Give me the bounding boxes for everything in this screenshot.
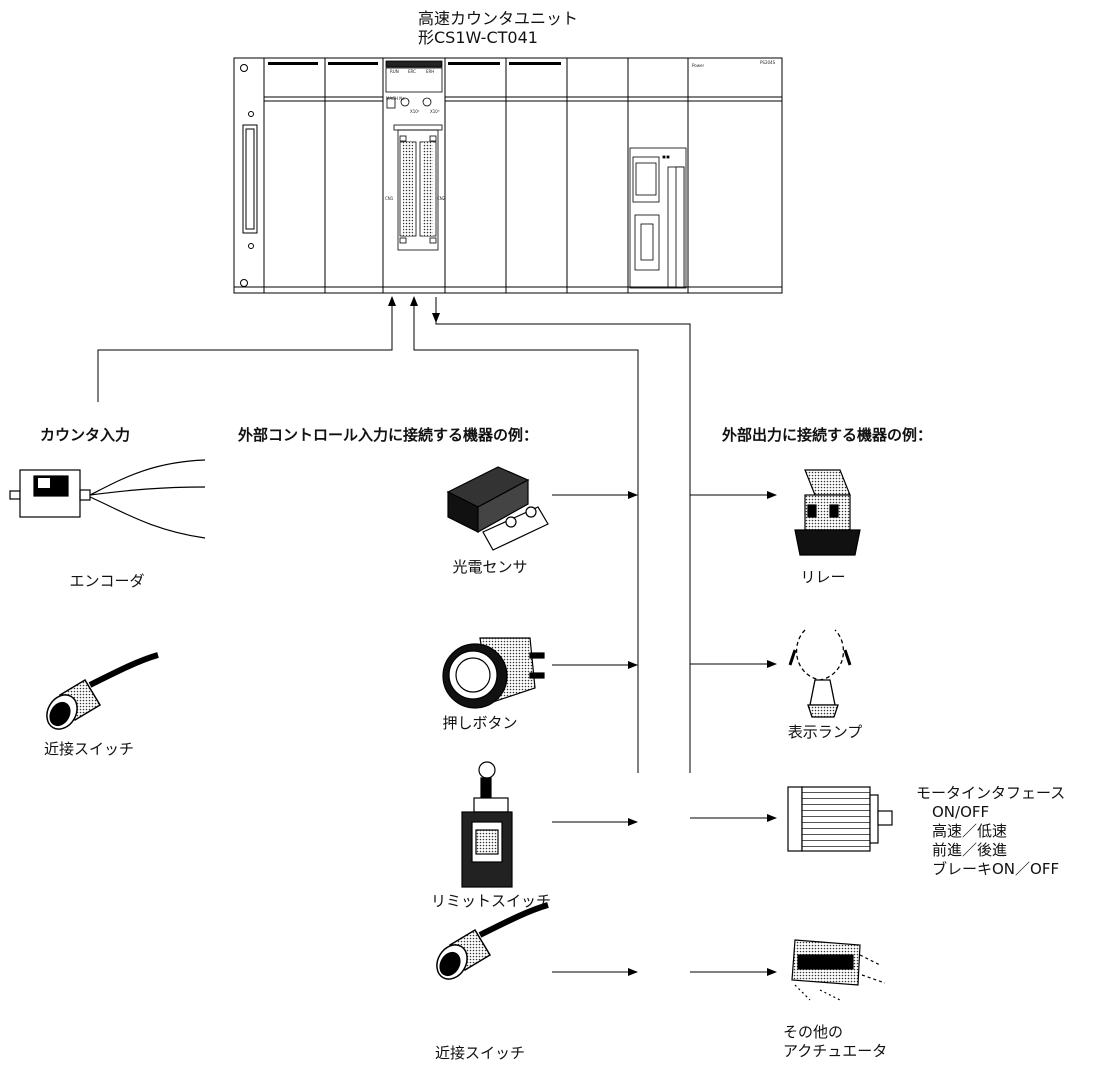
indicator-lamp-icon — [788, 629, 852, 718]
motor-icon — [787, 786, 893, 852]
motor-interface-title: モータインタフェース — [916, 784, 1066, 802]
encoder-label: エンコーダ — [69, 572, 145, 590]
slot-headers — [268, 62, 561, 65]
counter-unit-front — [385, 60, 443, 251]
x10-0-label: X10⁰ — [430, 109, 440, 114]
relay-icon — [794, 469, 861, 556]
power-label: Power — [692, 63, 704, 68]
control-proximity-label: 近接スイッチ — [434, 1044, 526, 1062]
mach-no-label: MACH No. — [386, 96, 406, 101]
limit-switch-icon — [461, 761, 513, 888]
cpu-unit-front — [629, 147, 687, 289]
actuator-label-line-1: その他の — [783, 1023, 844, 1041]
unit-model: 形CS1W-CT041 — [418, 28, 538, 47]
unit-name: 高速カウンタユニット — [418, 9, 579, 28]
proximity-switch-icon — [46, 652, 159, 730]
power-unit: Power PS204S — [692, 60, 776, 68]
proximity-switch-icon — [436, 902, 549, 980]
limit-switch-label: リミットスイッチ — [430, 892, 552, 910]
cn1-label: CN1 — [385, 196, 394, 201]
counter-input-heading: カウンタ入力 — [40, 426, 131, 444]
motor-item-3: 前進／後進 — [932, 841, 1008, 859]
motor-item-1: ON/OFF — [932, 803, 990, 821]
photoelectric-label: 光電センサ — [452, 558, 528, 576]
control-input-heading: 外部コントロール入力に接続する機器の例： — [238, 426, 539, 444]
push-button-label: 押しボタン — [442, 714, 518, 732]
counter-proximity-label: 近接スイッチ — [43, 740, 135, 758]
led-erc-label: ERC — [408, 69, 416, 74]
led-run-label: RUN — [390, 69, 399, 74]
plc-rack — [233, 57, 783, 294]
wiring — [97, 296, 777, 976]
actuator-icon — [791, 939, 886, 1001]
psu-model-label: PS204S — [760, 60, 776, 65]
actuator-label: その他の アクチュエータ — [783, 1023, 887, 1061]
cn2-label: CN2 — [437, 196, 446, 201]
encoder-icon — [9, 459, 206, 539]
led-erh-label: ERH — [426, 69, 434, 74]
motor-item-2: 高速／低速 — [932, 822, 1008, 840]
motor-item-4: ブレーキON／OFF — [932, 860, 1060, 878]
motor-interface-block: モータインタフェース ON/OFF 高速／低速 前進／後進 ブレーキON／OFF — [916, 784, 1065, 879]
push-button-icon — [442, 637, 545, 709]
output-heading: 外部出力に接続する機器の例： — [722, 426, 933, 444]
relay-label: リレー — [800, 568, 846, 586]
lamp-label: 表示ランプ — [787, 723, 863, 741]
x10-1-label: X10¹ — [410, 109, 420, 114]
unit-title: 高速カウンタユニット 形CS1W-CT041 — [418, 9, 578, 47]
actuator-label-line-2: アクチュエータ — [783, 1042, 888, 1060]
counter-unit-labels: RUN ERC ERH MACH No. X10¹ X10⁰ CN1 CN2 — [385, 69, 446, 201]
photoelectric-sensor-icon — [446, 466, 549, 551]
